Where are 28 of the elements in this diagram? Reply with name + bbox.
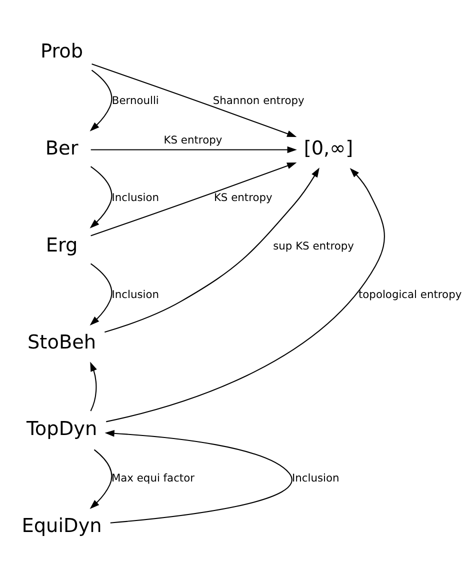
edge-label: KS entropy — [213, 190, 272, 204]
node-text: Erg — [45, 232, 78, 256]
arrow — [89, 262, 112, 325]
arrow — [104, 167, 319, 332]
arrow — [90, 162, 296, 236]
node-text: [0,∞] — [303, 136, 353, 159]
edge-label: Bernoulli — [111, 93, 158, 106]
node-text: EquiDyn — [21, 514, 102, 537]
arrow — [106, 168, 384, 422]
edge-label: Inclusion — [292, 470, 339, 484]
edge-label: Max equi factor — [110, 470, 194, 484]
arrow — [90, 361, 96, 411]
arrow — [90, 146, 296, 153]
arrow — [89, 69, 112, 131]
edge-label: sup KS entropy — [272, 238, 354, 252]
node-text: Ber — [44, 136, 78, 159]
arrow — [91, 63, 296, 137]
edge-label: Inclusion — [111, 288, 159, 300]
node-text: Prob — [40, 38, 83, 62]
edge-label: Shannon entropy — [212, 93, 304, 106]
node-text: StoBeh — [27, 330, 96, 354]
edge-label: KS entropy — [163, 132, 222, 146]
edge-label: topological entropy — [358, 288, 462, 300]
edge-label: Inclusion — [111, 190, 159, 204]
node-text: TopDyn — [26, 416, 97, 440]
arrow — [104, 430, 292, 523]
arrow — [89, 448, 112, 508]
arrow — [89, 166, 112, 228]
